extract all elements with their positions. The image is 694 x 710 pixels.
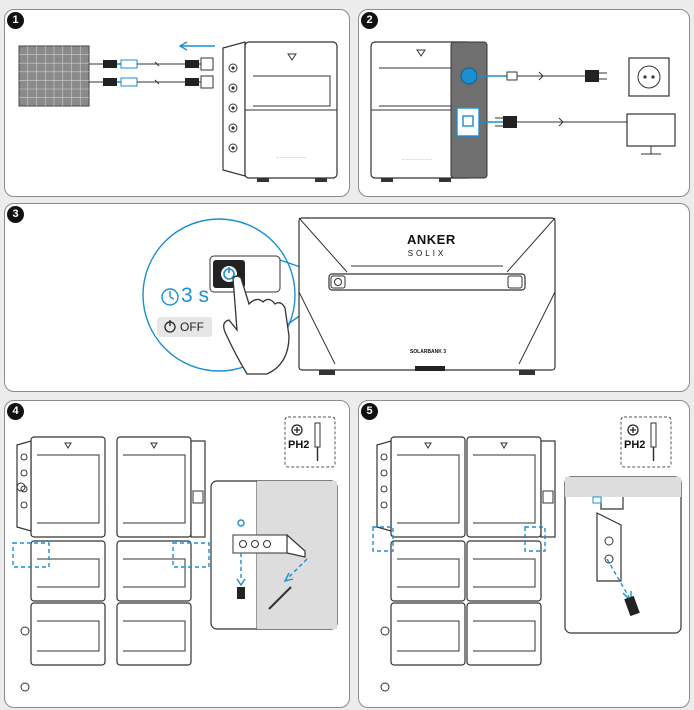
step-1-panel: — — — — — — — — 1 [4,9,350,197]
svg-text:— — — — — — — —: — — — — — — — — [402,157,432,161]
model-label: SOLARBANK 3 [409,349,447,355]
tool-box [284,416,336,468]
phillips-screwdriver-icon [314,422,321,461]
off-label: OFF [180,320,204,334]
step-2-illustration: — — — — — — — — [370,41,676,182]
phillips-head-icon [291,424,303,436]
pressing-hand-icon [223,275,290,375]
hold-duration: 3 s [181,284,210,307]
mc4-cable-pair [89,57,214,89]
step-4-illustration [12,416,338,692]
tool-box [620,416,672,468]
monitor-icon [626,113,676,155]
solar-panel-icon [18,45,90,107]
arrow-left-icon [178,41,215,51]
timer-icon [161,288,179,306]
tool-label: PH2 [624,439,646,451]
power-icon [164,320,176,333]
step-4-panel: PH2 4 [4,400,350,708]
step-badge: 2 [361,12,378,29]
tool-label: PH2 [288,439,310,451]
step-3-illustration [142,217,556,375]
model-sublabel: PRO [419,356,437,362]
step-2-panel: — — — — — — — — 2 [358,9,690,197]
step-badge: 5 [361,403,378,420]
step-badge: 1 [7,12,24,29]
step-badge: 3 [7,206,24,223]
phillips-head-icon [627,424,639,436]
zoom-callout [142,218,296,372]
wall-socket-icon [628,57,670,97]
step-5-panel: PH2 5 [358,400,690,708]
ac-cables [477,70,627,128]
brand-sublogo: SOLIX [407,249,447,258]
phillips-screwdriver-icon [650,422,657,461]
svg-text:— — — — — — — —: — — — — — — — — [276,155,306,159]
triangle-icon [287,53,297,61]
brand-logo: ANKER [407,232,456,247]
solarbank-unit-rear-view: — — — — — — — — [370,41,488,182]
step-1-illustration: — — — — — — — — [18,41,338,182]
solarbank-unit-side-view: — — — — — — — — [222,41,338,182]
step-5-illustration [372,416,682,692]
step-3-panel: ANKER SOLIX SOLARBANK 3 PRO 3 s OFF 3 [4,203,690,392]
step-badge: 4 [7,403,24,420]
solarbank-unit-front-view [298,217,556,375]
